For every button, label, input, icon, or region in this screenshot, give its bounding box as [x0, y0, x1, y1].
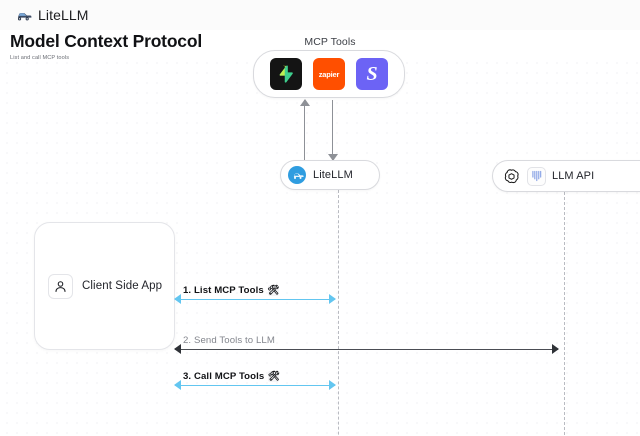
arrow-head-left-icon: [174, 344, 181, 355]
arrow-head-right-icon: [329, 294, 336, 305]
arrow-head-right-icon: [552, 344, 559, 355]
flow-line: [175, 349, 558, 351]
connector-litellm-to-tools-down: [328, 100, 338, 161]
openai-icon: [502, 167, 521, 186]
flow-label-text: 2. Send Tools to LLM: [183, 335, 275, 346]
slack-label: S: [366, 63, 378, 85]
arrow-head-left-icon: [174, 380, 181, 391]
flow-call-mcp-tools: 3. Call MCP Tools 🛠: [174, 371, 336, 392]
flow-list-mcp-tools: 1. List MCP Tools 🛠: [174, 285, 336, 306]
arrow-head-up-icon: [300, 99, 310, 106]
lifeline-litellm: [338, 190, 339, 436]
node-client-side-app-label: Client Side App: [82, 280, 163, 292]
tools-icon: 🛠: [267, 285, 280, 296]
flow-line: [175, 385, 335, 387]
connector-tools-to-litellm-up: [300, 99, 310, 160]
mcp-tools-title: MCP Tools: [304, 36, 356, 48]
litellm-avatar-icon: [288, 166, 306, 184]
lifeline-llm-api: [564, 192, 565, 436]
node-litellm[interactable]: LiteLLM: [280, 160, 380, 190]
anthropic-icon: [527, 166, 546, 186]
user-icon: [48, 273, 73, 299]
tools-icon: 🛠: [267, 371, 280, 382]
slack-s-icon[interactable]: S: [356, 58, 388, 90]
brand-name: LiteLLM: [38, 7, 89, 23]
node-llm-api[interactable]: LLM API: [492, 160, 640, 192]
page-title: Model Context Protocol: [10, 31, 202, 51]
arrow-head-left-icon: [174, 294, 181, 305]
flow-label: 1. List MCP Tools 🛠: [183, 285, 279, 296]
connector-shaft: [304, 100, 306, 160]
connector-shaft: [332, 100, 334, 160]
flow-label-text: 1. List MCP Tools: [183, 285, 264, 296]
node-client-side-app[interactable]: Client Side App: [34, 222, 175, 350]
diagram-canvas: MCP Tools zapier S: [0, 36, 640, 436]
flow-line: [175, 299, 335, 301]
litellm-truck-logo-icon: [14, 8, 32, 22]
supabase-icon[interactable]: [270, 58, 302, 90]
top-bar: LiteLLM: [0, 0, 640, 30]
brand[interactable]: LiteLLM: [14, 7, 89, 23]
flow-label: 3. Call MCP Tools 🛠: [183, 371, 280, 382]
zapier-icon[interactable]: zapier: [313, 58, 345, 90]
arrow-head-down-icon: [328, 154, 338, 161]
mcp-tools-group[interactable]: zapier S: [253, 50, 405, 98]
zapier-label: zapier: [318, 69, 340, 79]
page-header: Model Context Protocol List and call MCP…: [10, 30, 430, 61]
node-llm-api-label: LLM API: [552, 170, 595, 182]
page-subtitle: List and call MCP tools: [10, 55, 70, 61]
node-litellm-label: LiteLLM: [313, 169, 353, 181]
flow-label: 2. Send Tools to LLM: [183, 335, 275, 346]
flow-label-text: 3. Call MCP Tools: [183, 371, 265, 382]
flow-send-tools-to-llm: 2. Send Tools to LLM: [174, 335, 559, 356]
arrow-head-right-icon: [329, 380, 336, 391]
